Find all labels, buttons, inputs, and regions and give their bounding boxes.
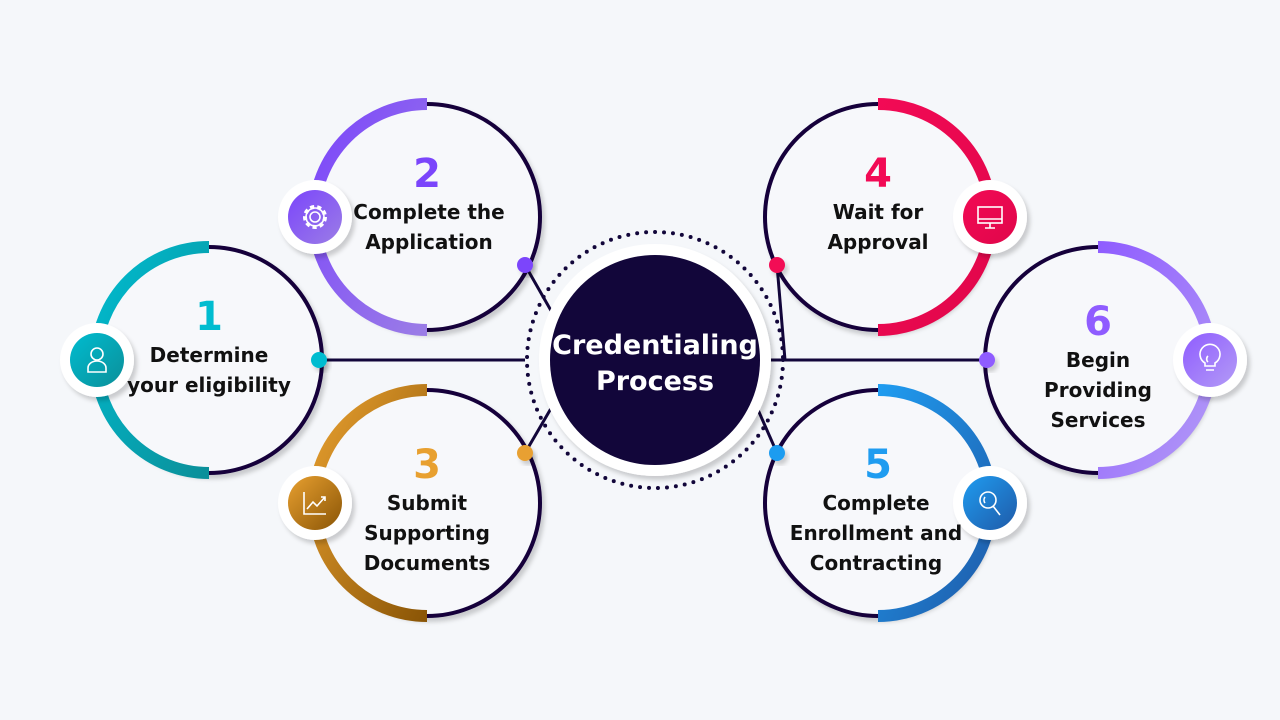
step-label: Contracting bbox=[810, 551, 942, 575]
connector-dot bbox=[311, 352, 327, 368]
connector-line bbox=[775, 264, 787, 361]
step-number: 3 bbox=[413, 442, 441, 488]
step-label: Application bbox=[365, 230, 493, 254]
center-title: Process bbox=[596, 366, 714, 397]
step-label: your eligibility bbox=[127, 373, 291, 397]
step-label: Complete bbox=[822, 491, 929, 515]
connector-dot bbox=[769, 257, 785, 273]
step-label: Begin bbox=[1066, 348, 1130, 372]
step-label: Determine bbox=[150, 343, 269, 367]
user-icon bbox=[60, 323, 134, 397]
chart-trend-icon bbox=[278, 466, 352, 540]
step-number: 1 bbox=[195, 294, 223, 340]
monitor-icon bbox=[953, 180, 1027, 254]
step-number: 5 bbox=[864, 442, 892, 488]
step-label: Wait for bbox=[833, 200, 924, 224]
step-label: Approval bbox=[827, 230, 928, 254]
search-icon bbox=[953, 466, 1027, 540]
step-label: Services bbox=[1050, 408, 1145, 432]
step-number: 6 bbox=[1084, 299, 1112, 345]
center-title: Credentialing bbox=[552, 330, 758, 361]
step-number: 4 bbox=[864, 151, 892, 197]
step-label: Supporting bbox=[364, 521, 490, 545]
step-label: Complete the bbox=[353, 200, 504, 224]
connector-dot bbox=[517, 257, 533, 273]
center-circle bbox=[550, 255, 760, 465]
gear-icon bbox=[278, 180, 352, 254]
step-label: Documents bbox=[364, 551, 491, 575]
step-label: Providing bbox=[1044, 378, 1152, 402]
dotted-ring bbox=[525, 230, 785, 490]
step-label: Enrollment and bbox=[790, 521, 962, 545]
connector-dot bbox=[979, 352, 995, 368]
step-label: Submit bbox=[387, 491, 468, 515]
connector-dot bbox=[517, 445, 533, 461]
connector-dot bbox=[769, 445, 785, 461]
lightbulb-icon bbox=[1173, 323, 1247, 397]
step-number: 2 bbox=[413, 151, 441, 197]
